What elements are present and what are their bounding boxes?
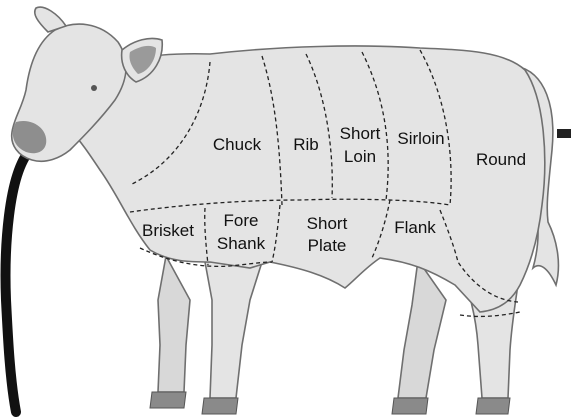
label-brisket: Brisket (142, 221, 194, 240)
hoof-near-front (202, 398, 238, 414)
left-ear (35, 7, 66, 32)
label-sirloin: Sirloin (397, 129, 444, 148)
label-flank: Flank (394, 218, 436, 237)
leash-rope (6, 150, 30, 412)
label-fore-shank-line2: Shank (217, 234, 266, 253)
far-hind-leg (398, 260, 446, 398)
label-chuck: Chuck (213, 135, 262, 154)
hoof-far-hind (392, 398, 428, 414)
label-rib: Rib (293, 135, 319, 154)
leash-ring (557, 129, 571, 138)
label-round: Round (476, 150, 526, 169)
eye (91, 85, 97, 91)
hoof-near-hind (476, 398, 510, 414)
label-fore-shank-line1: Fore (224, 211, 259, 230)
hoof-far-front (150, 392, 186, 408)
label-short-loin-line1: Short (340, 124, 381, 143)
far-front-leg (158, 256, 190, 392)
near-front-leg (205, 262, 262, 398)
label-short-plate-line1: Short (307, 214, 348, 233)
label-short-plate-line2: Plate (308, 236, 347, 255)
label-short-loin-line2: Loin (344, 147, 376, 166)
